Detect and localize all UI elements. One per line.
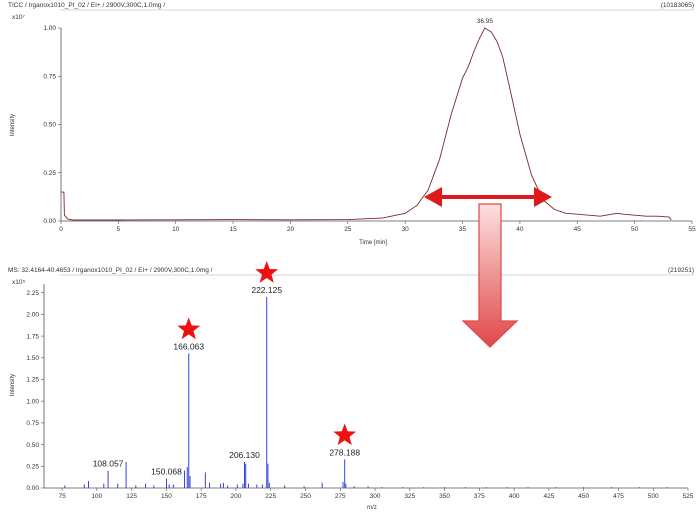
ms-y-axis-label: Intensity bbox=[10, 374, 16, 396]
x-tick-label: 325 bbox=[404, 493, 415, 500]
ms-peak-label: 278.188 bbox=[329, 447, 360, 457]
y-tick-label: 1.25 bbox=[26, 377, 39, 384]
ms-axes: 0.00 0.25 0.50 0.75 1.00 1.25 1.50 1.75 2.00 2.25… bbox=[26, 284, 694, 500]
ms-peak-label: 150.068 bbox=[151, 466, 182, 476]
x-tick-label: 175 bbox=[196, 493, 207, 500]
x-tick-label: 15 bbox=[229, 226, 237, 233]
x-tick-label: 55 bbox=[688, 226, 696, 233]
x-tick-label: 25 bbox=[344, 226, 352, 233]
ms-peak-label: 166.063 bbox=[173, 341, 204, 351]
ms-panel: MS: 32.4164-40.4653 / Irganox1010_PI_02 … bbox=[8, 267, 694, 511]
tic-x-axis-label: Time [min] bbox=[359, 240, 387, 246]
x-tick-label: 100 bbox=[91, 493, 102, 500]
star-icon bbox=[177, 317, 201, 340]
ms-spectrum-bars bbox=[64, 297, 668, 488]
x-tick-label: 125 bbox=[126, 493, 137, 500]
ms-header-title: MS: 32.4164-40.4653 / Irganox1010_PI_02 … bbox=[8, 267, 213, 274]
x-tick-label: 0 bbox=[59, 226, 63, 233]
ms-header-count: (219251) bbox=[668, 267, 694, 274]
x-tick-label: 75 bbox=[58, 493, 66, 500]
tic-y-exponent: x10⁷ bbox=[12, 14, 25, 21]
tic-axes: 0.00 0.25 0.50 0.75 1.00 0 5 10 15 20 25 30 35 40 45 50… bbox=[43, 25, 696, 233]
ms-x-axis-label: m/z bbox=[367, 505, 377, 511]
x-tick-label: 300 bbox=[370, 493, 381, 500]
tic-trace-line bbox=[61, 27, 672, 221]
y-tick-label: 1.50 bbox=[26, 355, 39, 362]
y-tick-label: 0.25 bbox=[26, 463, 39, 470]
y-tick-label: 1.00 bbox=[43, 25, 56, 32]
ms-peak-label: 108.057 bbox=[93, 459, 124, 469]
x-tick-label: 50 bbox=[631, 226, 639, 233]
x-tick-label: 45 bbox=[574, 226, 582, 233]
range-arrow-right-head bbox=[534, 187, 552, 207]
y-tick-label: 2.25 bbox=[26, 290, 39, 297]
tic-peak-labels: 36.95 bbox=[477, 18, 494, 25]
x-tick-label: 350 bbox=[439, 493, 450, 500]
y-tick-label: 0.75 bbox=[26, 420, 39, 427]
x-tick-label: 5 bbox=[117, 226, 121, 233]
ms-y-exponent: x10⁵ bbox=[12, 279, 25, 286]
star-icon bbox=[333, 423, 357, 446]
y-tick-label: 0.75 bbox=[43, 73, 56, 80]
y-tick-label: 2.00 bbox=[26, 312, 39, 319]
x-tick-label: 250 bbox=[300, 493, 311, 500]
x-tick-label: 40 bbox=[516, 226, 524, 233]
y-tick-label: 0.25 bbox=[43, 170, 56, 177]
x-tick-label: 525 bbox=[683, 493, 694, 500]
down-block-arrow bbox=[461, 203, 519, 348]
range-double-arrow bbox=[424, 187, 552, 207]
ms-peak-labels: 108.057 150.068 166.063 206.130 222.125 278.1… bbox=[93, 285, 361, 476]
tic-header-count: (10183065) bbox=[661, 2, 694, 9]
y-tick-label: 0.50 bbox=[26, 442, 39, 449]
y-tick-label: 1.75 bbox=[26, 333, 39, 340]
ms-peak-label: 222.125 bbox=[251, 285, 282, 295]
x-tick-label: 275 bbox=[335, 493, 346, 500]
y-tick-label: 0.00 bbox=[43, 218, 56, 225]
star-icon bbox=[255, 261, 279, 283]
peak-stars bbox=[177, 261, 357, 446]
x-tick-label: 375 bbox=[474, 493, 485, 500]
ms-peak-label: 206.130 bbox=[229, 450, 260, 460]
x-tick-label: 10 bbox=[172, 226, 180, 233]
y-tick-label: 1.00 bbox=[26, 398, 39, 405]
x-tick-label: 20 bbox=[287, 226, 295, 233]
range-arrow-left-head bbox=[424, 187, 442, 207]
x-tick-label: 35 bbox=[459, 226, 467, 233]
y-tick-label: 0.00 bbox=[26, 485, 39, 492]
y-tick-label: 0.50 bbox=[43, 122, 56, 129]
tic-y-axis-label: Intensity bbox=[10, 114, 16, 136]
tic-header-title: TICC / Irganox1010_PI_02 / EI+ / 2900V,3… bbox=[8, 2, 165, 9]
x-tick-label: 450 bbox=[578, 493, 589, 500]
x-tick-label: 200 bbox=[231, 493, 242, 500]
x-tick-label: 400 bbox=[509, 493, 520, 500]
tic-peak-label: 36.95 bbox=[477, 18, 494, 25]
x-tick-label: 475 bbox=[613, 493, 624, 500]
tic-panel: TICC / Irganox1010_PI_02 / EI+ / 2900V,3… bbox=[8, 2, 696, 246]
x-tick-label: 225 bbox=[265, 493, 276, 500]
x-tick-label: 500 bbox=[648, 493, 659, 500]
x-tick-label: 30 bbox=[402, 226, 410, 233]
x-tick-label: 425 bbox=[543, 493, 554, 500]
x-tick-label: 150 bbox=[161, 493, 172, 500]
